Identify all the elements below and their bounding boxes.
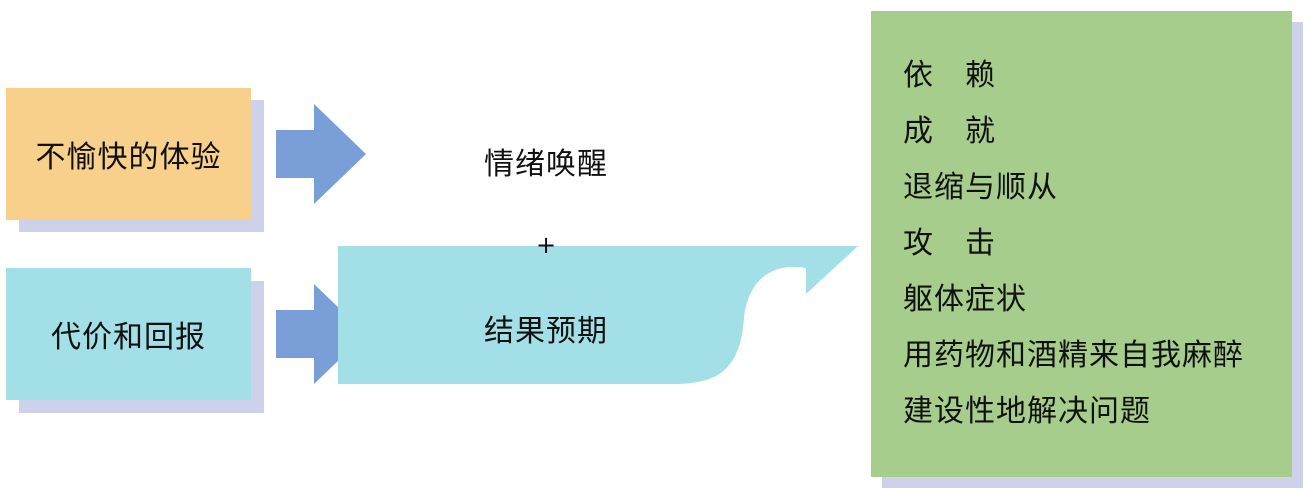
outcome-item: 成 就 (903, 114, 996, 149)
outcome-box (871, 11, 1292, 477)
outcome-item: 建设性地解决问题 (903, 394, 1151, 429)
process-top-label: 情绪唤醒 (484, 147, 608, 182)
outcome-item: 用药物和酒精来自我麻醉 (903, 338, 1244, 373)
input-label: 不愉快的体验 (35, 140, 222, 175)
outcome-item: 退缩与顺从 (903, 170, 1058, 205)
right-arrow-icon (276, 104, 366, 204)
process-bottom-label: 结果预期 (484, 314, 608, 349)
outcome-item: 躯体症状 (903, 282, 1027, 317)
plus-operator: + (536, 231, 557, 259)
outcome-item: 依 赖 (903, 58, 996, 93)
input-box-cost-and-reward: 代价和回报 (6, 268, 251, 400)
outcome-item: 攻 击 (903, 226, 996, 261)
outcome-list: 依 赖 成 就 退缩与顺从 攻 击 躯体症状 用药物和酒精来自我麻醉 建设性地解… (903, 48, 1244, 440)
right-arrow-icon (276, 284, 366, 384)
input-label: 代价和回报 (51, 320, 206, 355)
input-box-unpleasant-experience: 不愉快的体验 (6, 88, 251, 220)
